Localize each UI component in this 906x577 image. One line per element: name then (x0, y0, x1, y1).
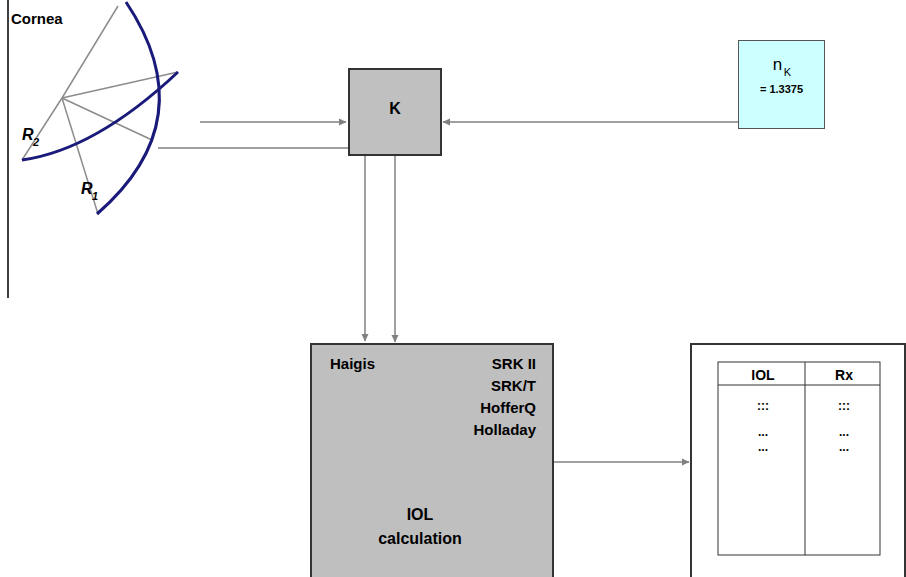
cornea-arc (97, 2, 159, 214)
table-cell: ::: (838, 399, 850, 413)
radius-label: R (81, 180, 93, 198)
box-text: SRK/T (491, 377, 536, 394)
axis-line (7, 0, 9, 298)
radius-lines (22, 6, 178, 214)
flow-arrow (554, 461, 689, 463)
box-text: Holladay (473, 421, 536, 438)
table-header: IOL (751, 367, 774, 383)
flow-arrow (394, 156, 396, 342)
result-box: IOL Rx::::::............ (690, 343, 906, 577)
table-cell: ... (758, 425, 768, 439)
constant-box: nK = 1.3375 (738, 40, 825, 129)
radius-label: R (22, 126, 34, 144)
box-text: Haigis (330, 355, 375, 372)
box-text: K (389, 100, 401, 118)
radius-subscript: 2 (33, 136, 39, 148)
table-header: Rx (835, 367, 853, 383)
input-arrow (200, 121, 346, 123)
cornea-arc (22, 72, 178, 160)
process-box: K (348, 68, 442, 156)
subscript: K (784, 66, 791, 78)
box-text: SRK II (492, 355, 536, 372)
table-cell: ... (758, 440, 768, 454)
box-text: HofferQ (480, 399, 536, 416)
table-cell: ... (839, 440, 849, 454)
box-text: = 1.3375 (760, 83, 803, 95)
table-cell: ... (839, 425, 849, 439)
figure-label: Cornea (11, 10, 63, 27)
radius-subscript: 1 (92, 190, 98, 202)
input-arrow (158, 148, 365, 341)
box-title: IOL calculation (365, 503, 475, 551)
table-cell: ::: (757, 399, 769, 413)
flow-arrow (443, 121, 738, 123)
box-text: n (773, 55, 782, 75)
calculation-box: Haigis SRK II SRK/T HofferQ HolladayIOL calc… (310, 343, 554, 577)
